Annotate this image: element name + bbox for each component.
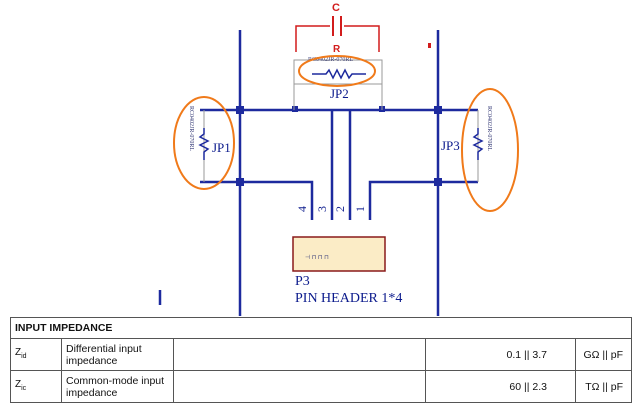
cap-loop-wire-right (344, 25, 380, 52)
p3-value-label: PIN HEADER 1*4 (295, 291, 402, 306)
value-cell: 60 || 2.3 (425, 370, 576, 403)
unit-cell: TΩ || pF (574, 370, 633, 403)
unit-cell: GΩ || pF (574, 338, 633, 371)
red-dot-mark (428, 43, 431, 48)
capacitor-label: C (332, 2, 340, 14)
junction-dot (236, 178, 244, 186)
p3-header-body (292, 236, 386, 272)
jp3-label: JP3 (441, 138, 460, 153)
jp2-value-text: RC0402JR-070RL (308, 57, 353, 63)
resistor-label: R (333, 44, 341, 55)
input-impedance-table: INPUT IMPEDANCE Zid Differential input i… (9, 317, 633, 403)
table-row: Zid Differential input impedance 0.1 || … (10, 338, 633, 371)
p3-pin-header: ⊣ ⊓ ⊓ ⊓ P3 PIN HEADER 1*4 (292, 236, 402, 306)
p3-ref-label: P3 (295, 274, 310, 289)
symbol-subscript: id (21, 352, 27, 360)
parameter-cell: Differential input impedance (61, 338, 174, 371)
jp2-component: RC0402JR-070RL JP2 (293, 57, 383, 110)
value-cell: 0.1 || 3.7 (425, 338, 576, 371)
symbol-subscript: ic (21, 384, 27, 392)
parameter-cell: Common-mode input impedance (61, 370, 174, 403)
jp3-value-text: RC0402JR-070RL (486, 106, 492, 151)
jp3-component: RC0402JR-070RL JP3 (441, 106, 492, 182)
cap-loop-wire (295, 25, 330, 52)
header-pin-labels: 4 3 2 1 (295, 206, 367, 212)
pin-number-2: 2 (333, 206, 347, 212)
rc-annotation: C R (295, 2, 431, 55)
symbol-cell: Zic (10, 370, 62, 403)
junction-dots (236, 106, 442, 186)
table-title: INPUT IMPEDANCE (9, 317, 633, 339)
pin-number-3: 3 (315, 206, 329, 212)
highlight-ellipses (173, 55, 519, 212)
p3-internal-pins: ⊣ ⊓ ⊓ ⊓ (305, 254, 329, 261)
jp2-label: JP2 (330, 86, 349, 101)
highlight-ellipse-jp3 (461, 88, 519, 212)
jp2-body (293, 59, 383, 85)
condition-cell (173, 338, 426, 371)
symbol-cell: Zid (10, 338, 62, 371)
jp3-resistor-symbol (472, 128, 484, 160)
pin-number-1: 1 (353, 206, 367, 212)
junction-dot (292, 106, 298, 112)
table-header-row: INPUT IMPEDANCE (9, 317, 633, 339)
pin1-wire (368, 180, 438, 220)
junction-dot (236, 106, 244, 114)
jp1-resistor-symbol (198, 128, 210, 160)
jp1-value-text: RC0402JR-070RL (188, 106, 194, 151)
junction-dot (434, 106, 442, 114)
junction-dot (434, 178, 442, 186)
pin4-wire (240, 180, 314, 220)
symbol-letter: Z (15, 378, 22, 390)
pin-number-4: 4 (295, 206, 309, 212)
table-row: Zic Common-mode input impedance 60 || 2.… (10, 370, 633, 403)
jp1-label: JP1 (212, 140, 231, 155)
wire-group (158, 30, 478, 316)
highlight-ellipse-jp2 (298, 55, 376, 87)
symbol-letter: Z (15, 346, 22, 358)
jp1-component: RC0402JR-070RL JP1 (188, 106, 231, 182)
schematic-diagram: RC0402JR-070RL JP2 C R RC0402JR-070RL JP… (158, 2, 519, 316)
jp2-resistor-symbol (312, 68, 366, 80)
condition-cell (173, 370, 426, 403)
highlight-ellipse-jp1 (173, 96, 235, 190)
